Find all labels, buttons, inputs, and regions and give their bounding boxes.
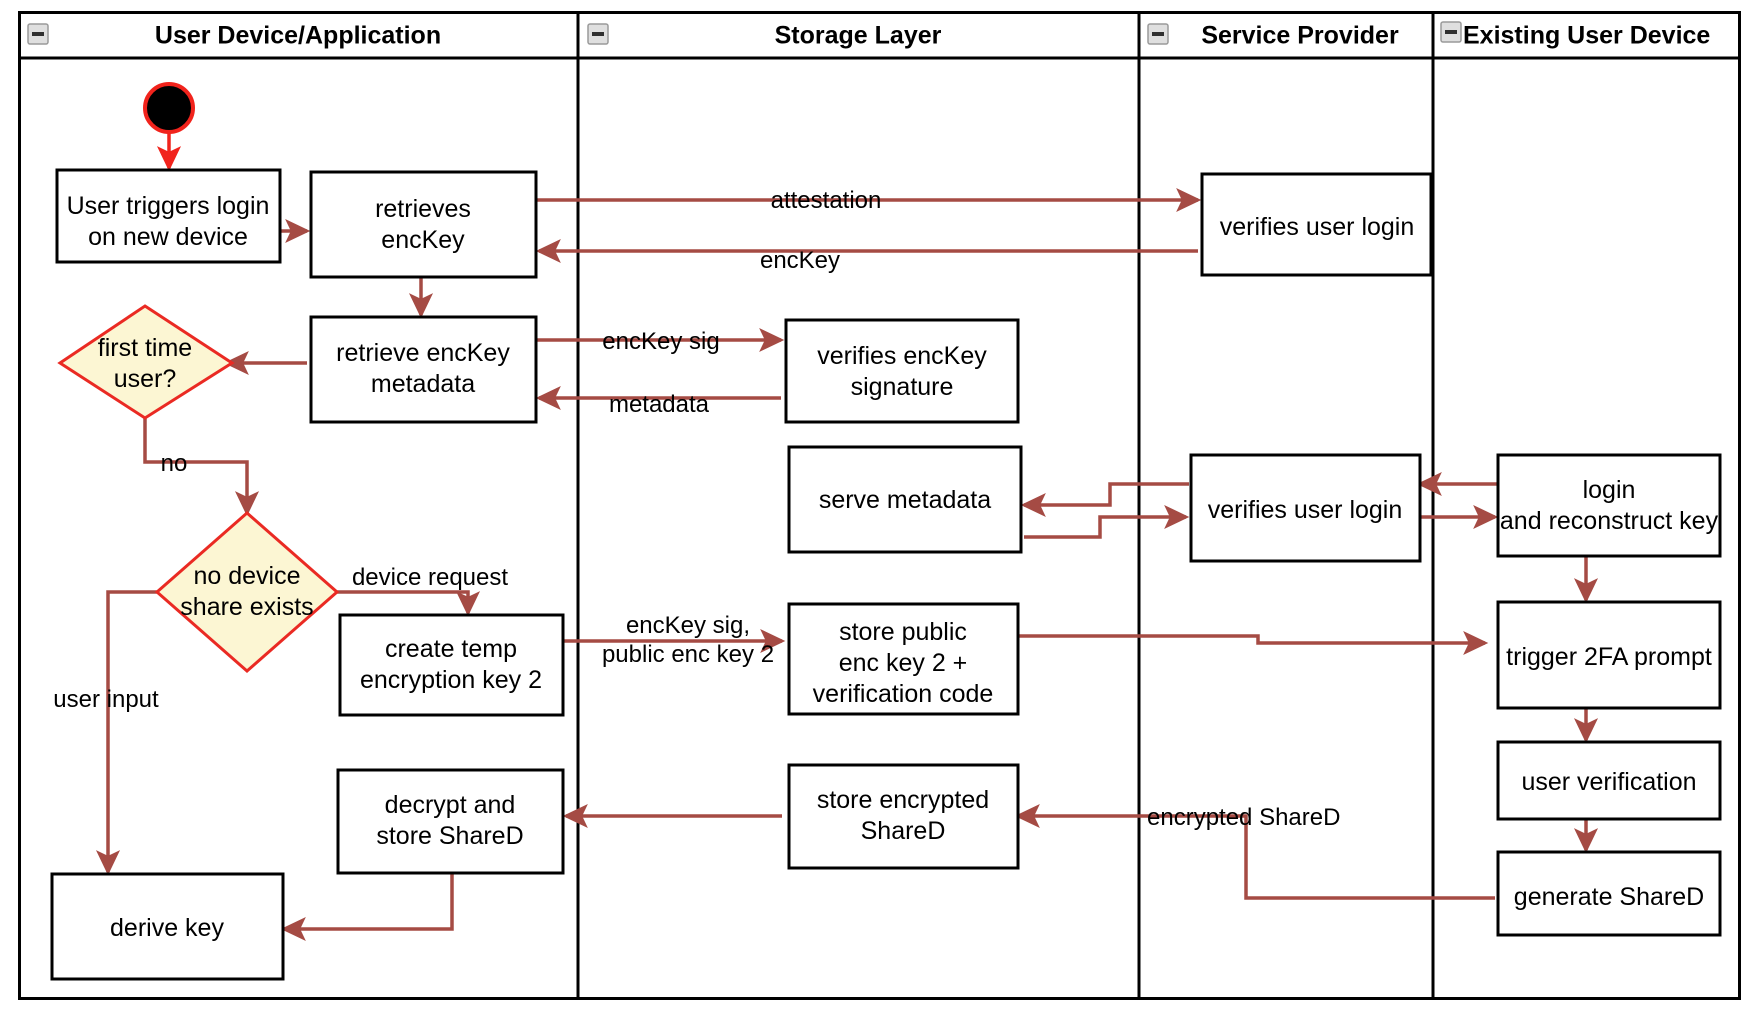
node-label-line: store public <box>839 618 967 646</box>
node-label-line: encKey <box>381 226 465 254</box>
lane-title-existing-user-device: Existing User Device <box>1463 22 1710 50</box>
edge-label-user-input: user input <box>53 686 159 713</box>
node-login-and-reconstruct-key[interactable]: login and reconstruct key <box>1496 453 1722 558</box>
node-label-line: encryption key 2 <box>360 666 542 694</box>
node-user-verification[interactable]: user verification <box>1496 740 1722 821</box>
node-label-line: generate ShareD <box>1514 883 1704 911</box>
lane-header-user-device-application[interactable]: User Device/Application <box>27 22 441 50</box>
node-label-line: verifies user login <box>1208 496 1403 524</box>
node-label-line: create temp <box>385 635 517 663</box>
decision-label-line: user? <box>114 365 177 393</box>
node-label-line: ShareD <box>861 817 946 845</box>
node-label-line: decrypt and <box>385 791 516 819</box>
lane-title-user-device-application: User Device/Application <box>155 22 441 50</box>
edge-store-public-to-trigger-2fa <box>1018 630 1489 656</box>
lane-title-service-provider: Service Provider <box>1201 22 1399 50</box>
node-label-line: trigger 2FA prompt <box>1506 643 1712 671</box>
decision-label-line: no device <box>193 562 300 590</box>
lane-header-existing-user-device[interactable]: Existing User Device <box>1440 21 1710 50</box>
minus-icon[interactable] <box>587 23 609 45</box>
node-label-line: verifies user login <box>1220 213 1415 241</box>
edge-label-enckey-sig: encKey sig <box>602 328 719 355</box>
node-serve-metadata[interactable]: serve metadata <box>787 445 1023 554</box>
initial-node <box>143 82 195 134</box>
node-store-encrypted-shared[interactable]: store encrypted ShareD <box>787 763 1020 870</box>
node-verifies-enckey-signature[interactable]: verifies encKey signature <box>784 318 1020 424</box>
node-label-line: metadata <box>371 370 475 398</box>
minus-icon[interactable] <box>1147 23 1169 45</box>
node-verifies-user-login-mid[interactable]: verifies user login <box>1189 453 1422 563</box>
node-label-line: serve metadata <box>819 486 991 514</box>
edge-label-device-request: device request <box>352 564 508 591</box>
node-label-line: store ShareD <box>376 822 523 850</box>
minus-icon[interactable] <box>1440 21 1462 43</box>
edge-label-enckey: encKey <box>760 247 840 274</box>
edge-no-branch <box>143 409 260 517</box>
lane-title-storage-layer: Storage Layer <box>775 22 942 50</box>
node-label-line: on new device <box>88 223 248 251</box>
edge-verifies-login-to-serve-metadata <box>1020 482 1189 518</box>
edge-label-no: no <box>161 450 188 477</box>
node-label-line: login <box>1583 476 1636 504</box>
node-retrieves-enckey[interactable]: retrieves encKey <box>309 170 538 279</box>
lane-header-storage-layer[interactable]: Storage Layer <box>587 22 942 50</box>
node-trigger-2fa-prompt[interactable]: trigger 2FA prompt <box>1496 600 1722 710</box>
edge-encrypted-shared <box>1014 803 1495 900</box>
decision-label-line: share exists <box>180 593 313 621</box>
decision-first-time-user[interactable]: first time user? <box>57 304 235 420</box>
node-label-line: verifies encKey <box>817 342 987 370</box>
node-label-line: derive key <box>110 914 224 942</box>
node-label-line: retrieve encKey <box>336 339 510 367</box>
node-verifies-user-login-top[interactable]: verifies user login <box>1200 172 1433 277</box>
edge-label-metadata: metadata <box>609 391 710 418</box>
node-label-line: User triggers login <box>67 192 270 220</box>
node-decrypt-and-store-shared[interactable]: decrypt and store ShareD <box>336 768 565 875</box>
edge-user-input <box>95 590 160 876</box>
edge-label-encrypted-shared: encrypted ShareD <box>1147 804 1340 831</box>
decision-label-line: first time <box>98 334 192 362</box>
edge-label-enckey-sig-public-key-line1: encKey sig, <box>626 612 750 639</box>
decision-no-device-share-exists[interactable]: no device share exists <box>154 511 340 673</box>
edge-decrypt-to-derive-key <box>280 872 454 942</box>
node-create-temp-encryption-key-2[interactable]: create temp encryption key 2 <box>338 613 565 717</box>
node-generate-shared[interactable]: generate ShareD <box>1496 850 1722 937</box>
lane-header-service-provider[interactable]: Service Provider <box>1147 22 1399 50</box>
node-retrieve-enckey-metadata[interactable]: retrieve encKey metadata <box>309 315 538 424</box>
node-store-public-enc-key-2[interactable]: store public enc key 2 + verification co… <box>787 602 1020 716</box>
node-label-line: enc key 2 + <box>839 649 968 677</box>
edge-serve-metadata-to-verifies-login <box>1024 504 1190 539</box>
node-label-line: retrieves <box>375 195 471 223</box>
node-label-line: verification code <box>813 680 994 708</box>
node-label-line: signature <box>851 373 954 401</box>
edge-device-request <box>334 590 481 617</box>
minus-icon[interactable] <box>27 23 49 45</box>
lane-frame <box>18 11 1741 1000</box>
node-label-line: store encrypted <box>817 786 989 814</box>
node-user-triggers-login[interactable]: User triggers login on new device <box>55 168 282 264</box>
edge-label-enckey-sig-public-key-line2: public enc key 2 <box>602 641 774 668</box>
node-label-line: user verification <box>1521 768 1696 796</box>
node-label-line: and reconstruct key <box>1500 507 1719 535</box>
node-derive-key[interactable]: derive key <box>50 872 285 981</box>
edge-label-attestation: attestation <box>771 187 882 214</box>
